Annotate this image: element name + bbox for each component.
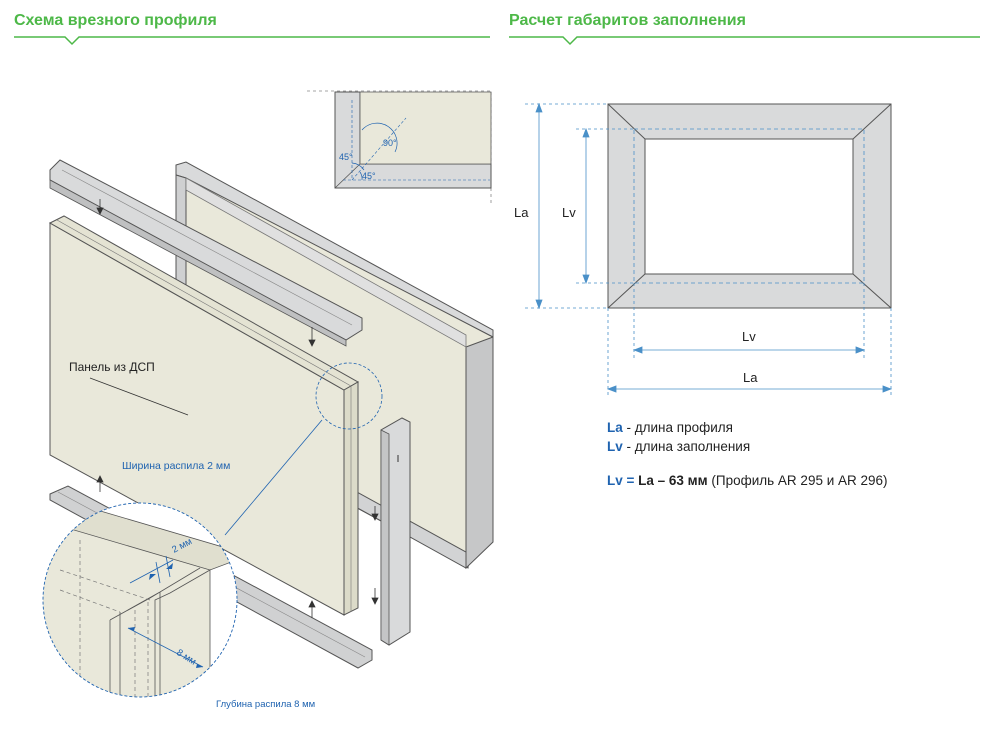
left-heading-underline	[14, 36, 490, 46]
legend-lv-symbol: Lv	[607, 439, 623, 454]
formula-row: Lv = La – 63 мм (Профиль AR 295 и AR 296…	[607, 471, 888, 490]
magnified-detail	[42, 502, 238, 698]
dim-la-horizontal: La	[743, 370, 758, 385]
legend-lv-row: Lv - длина заполнения	[607, 437, 888, 456]
dim-la-vertical: La	[514, 205, 529, 220]
angle-45b-label: 45°	[362, 171, 376, 181]
top-profile-piece	[49, 159, 363, 347]
formula-note: (Профиль AR 295 и AR 296)	[707, 473, 888, 488]
cut-depth-label: Глубина распила 8 мм	[216, 699, 315, 710]
dimension-lines	[525, 102, 893, 398]
legend-la-text: - длина профиля	[622, 420, 733, 435]
legend-lv-text: - длина заполнения	[622, 439, 751, 454]
legend-la-row: La - длина профиля	[607, 418, 888, 437]
panel-label: Панель из ДСП	[69, 360, 155, 374]
formula-rhs: La – 63 мм	[638, 473, 708, 488]
dim-lv-vertical: Lv	[562, 205, 576, 220]
angle-45a-label: 45°	[339, 152, 353, 162]
legend-block: La - длина профиля Lv - длина заполнения…	[607, 418, 888, 490]
right-heading-underline	[509, 36, 980, 46]
detail-connector	[224, 419, 323, 536]
formula-lhs: Lv =	[607, 473, 639, 488]
cut-width-label: Ширина распила 2 мм	[122, 460, 230, 472]
assembly-arrows	[96, 199, 379, 618]
right-vertical-profile	[380, 417, 411, 646]
frame-diagram	[607, 103, 892, 309]
dim-lv-horizontal: Lv	[742, 329, 756, 344]
right-section-title: Расчет габаритов заполнения	[509, 12, 746, 29]
chipboard-panel	[48, 215, 360, 616]
panel-label-leader	[89, 377, 189, 416]
detail-marker-circle	[315, 362, 383, 430]
left-section-title: Схема врезного профиля	[14, 12, 217, 29]
legend-la-symbol: La	[607, 420, 623, 435]
corner-joint-inset	[307, 90, 492, 206]
angle-90-label: 90°	[383, 138, 397, 148]
